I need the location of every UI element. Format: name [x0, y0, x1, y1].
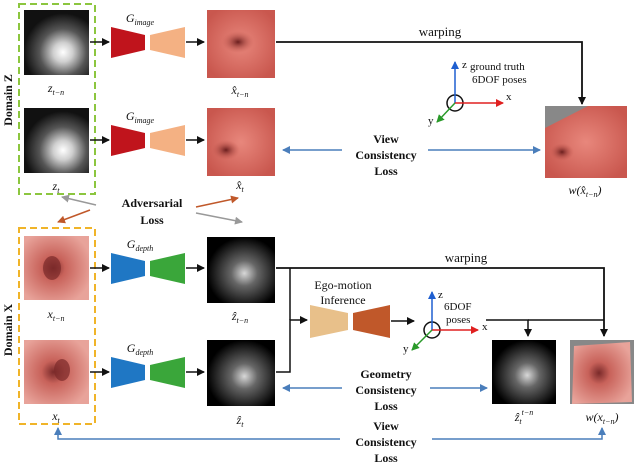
warping-arrow-top [276, 41, 586, 105]
generator-image-1: Gimage [111, 11, 185, 58]
label-x-t: xt [51, 409, 60, 425]
synthetic-image-x-hat-t-n [207, 10, 275, 78]
bottom-view-loss-right [432, 427, 606, 440]
svg-text:Gimage: Gimage [126, 11, 155, 27]
svg-text:x: x [482, 321, 488, 333]
warping-label-mid: warping [445, 250, 488, 265]
label-z-t-n: zt−n [47, 81, 64, 97]
label-zhat-t: ẑt [236, 413, 245, 429]
svg-text:z: z [462, 59, 467, 71]
colon-image-x-t [24, 340, 89, 404]
arrow-poses-to-zhat-warp [486, 319, 532, 337]
warped-depth-z-hat [492, 340, 556, 404]
label-xhat-t-n: x̂t−n [231, 83, 249, 99]
warped-colon-x [570, 340, 634, 404]
warped-xhat-label: w(x̂t−n) [569, 183, 602, 199]
view-loss-line3: Loss [374, 164, 398, 178]
bottom-view-line3: Loss [374, 451, 398, 465]
label-x-t-n: xt−n [47, 307, 65, 323]
label-xhat-t: x̂t [235, 178, 244, 194]
view-loss-line1: View [373, 132, 399, 146]
ground-truth-label: ground truth [470, 61, 525, 73]
warped-x-label: w(xt−n) [586, 410, 619, 426]
depth-pred-z-hat-t [207, 340, 275, 406]
ground-truth-poses-label: 6DOF poses [472, 74, 527, 86]
generator-image-2: Gimage [111, 109, 185, 156]
geometry-line3: Loss [374, 399, 398, 413]
colon-image-x-t-n [24, 236, 89, 300]
ego-motion-network [310, 305, 390, 338]
svg-text:Gimage: Gimage [126, 109, 155, 125]
poses-label-2: poses [446, 314, 470, 326]
warped-image-xhat [545, 106, 627, 178]
predicted-pose-axes: z x y [403, 289, 488, 355]
ego-motion-line2: Inference [320, 293, 365, 307]
poses-label-1: 6DOF [444, 301, 472, 313]
bottom-view-line2: Consistency [355, 435, 416, 449]
synthetic-image-x-hat-t [207, 108, 275, 176]
bottom-view-line1: View [373, 419, 399, 433]
domain-x-box [18, 227, 96, 425]
view-loss-line2: Consistency [355, 148, 416, 162]
label-z-t: zt [52, 179, 61, 195]
generator-depth-2: Gdepth [111, 341, 185, 388]
depth-image-z-t-n [24, 10, 89, 75]
depth-image-z-t [24, 108, 89, 173]
adversarial-arrow-orange-left [57, 209, 91, 224]
generator-depth-1: Gdepth [111, 237, 185, 284]
ground-truth-axes: z x y [428, 59, 512, 127]
svg-text:Gdepth: Gdepth [127, 341, 153, 357]
domain-x-label: Domain X [1, 304, 15, 357]
ego-motion-line1: Ego-motion [314, 278, 371, 292]
arrow-zhat-to-ego [276, 316, 308, 373]
depth-pred-z-hat-t-n [207, 237, 275, 303]
warping-arrow-mid [276, 267, 608, 337]
warping-label-top: warping [419, 24, 462, 39]
svg-text:y: y [428, 115, 434, 127]
label-zhat-t-n: ẑt−n [231, 309, 248, 325]
adversarial-line2: Loss [140, 213, 164, 227]
domain-z-label: Domain Z [1, 74, 15, 126]
geometry-line1: Geometry [360, 367, 411, 381]
geometry-line2: Consistency [355, 383, 416, 397]
svg-text:y: y [403, 343, 409, 355]
svg-text:x: x [506, 91, 512, 103]
svg-text:Gdepth: Gdepth [127, 237, 153, 253]
adversarial-arrow-gray-right [195, 212, 243, 225]
bottom-view-loss-left [54, 427, 340, 440]
domain-z-box [18, 3, 96, 195]
adversarial-line1: Adversarial [122, 196, 183, 210]
zhat-warp-label: ẑtt−n [514, 408, 534, 426]
adversarial-arrow-gray-left [61, 194, 97, 206]
svg-text:z: z [438, 289, 443, 301]
adversarial-arrow-orange-right [195, 195, 239, 208]
